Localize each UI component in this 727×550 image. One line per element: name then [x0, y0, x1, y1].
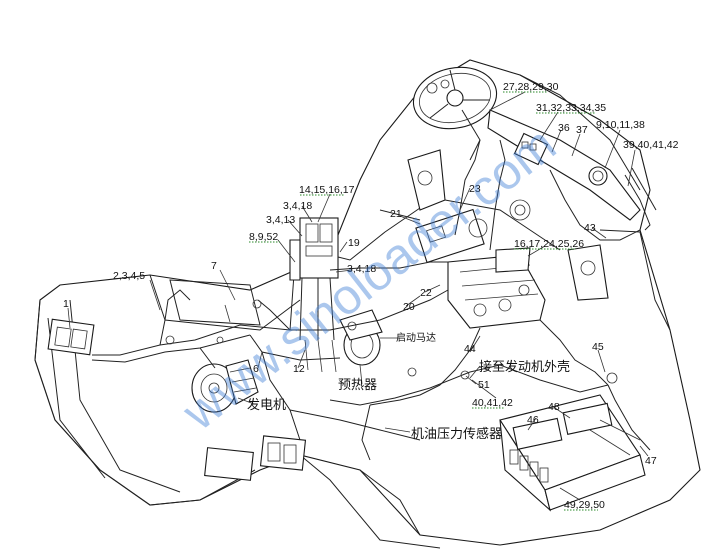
callout-21: 21 — [390, 208, 402, 220]
label-generator: 发电机 — [247, 397, 286, 413]
callout-47: 47 — [645, 455, 657, 467]
callout-labels: 1 2,3,4,5 7 8,9,52 3,4,13 3,4,18 14,15,1… — [63, 81, 679, 511]
fuse-panel — [289, 217, 339, 341]
left-side-lamp — [47, 318, 95, 356]
callout-31-35: 31,32,33,34,35 — [536, 102, 606, 114]
callout-27-28-29-30: 27,28,29,30 — [503, 81, 559, 93]
callout-3-4-18-lower: 3,4,18 — [347, 263, 376, 275]
generator — [191, 359, 259, 413]
callout-6: 6 — [253, 363, 259, 375]
callout-46: 46 — [527, 414, 539, 426]
steering-wheel — [412, 66, 498, 161]
label-starter-motor: 启动马达 — [396, 331, 436, 344]
dashboard-panel — [487, 109, 657, 231]
callout-44: 44 — [464, 343, 476, 355]
starter-motor — [339, 309, 383, 366]
callout-8-9-52: 8,9,52 — [249, 231, 278, 243]
callout-36: 36 — [558, 122, 570, 134]
label-underlines — [249, 91, 598, 511]
callout-3-4-13: 3,4,13 — [266, 214, 295, 226]
callout-37: 37 — [576, 124, 588, 136]
callout-1: 1 — [63, 298, 69, 310]
callout-40-41-42: 40,41,42 — [472, 397, 513, 409]
callout-20: 20 — [403, 301, 415, 313]
callout-51: 51 — [478, 379, 490, 391]
transmission-block — [447, 247, 546, 329]
callout-14-15-16-17: 14,15,16,17 — [299, 184, 355, 196]
callout-19: 19 — [348, 237, 360, 249]
callout-3-4-18: 3,4,18 — [283, 200, 312, 212]
callout-12: 12 — [293, 363, 305, 375]
battery-cells — [509, 449, 549, 483]
callout-48: 48 — [548, 401, 560, 413]
component-labels: 启动马达 预热器 发电机 机油压力传感器 接至发动机外壳 — [247, 331, 570, 442]
callout-9-10-11-38: 9,10,11,38 — [596, 119, 645, 131]
callout-49-29-50: 49,29,50 — [564, 499, 605, 511]
callout-23: 23 — [469, 183, 481, 195]
callout-16-17-24-25-26: 16,17,24,25,26 — [514, 238, 584, 250]
battery-pack — [499, 394, 646, 512]
relay-box — [415, 208, 488, 264]
callout-2-3-4-5: 2,3,4,5 — [113, 270, 145, 282]
label-preheater: 预热器 — [338, 378, 377, 393]
label-oil-pressure-sensor: 机油压力传感器 — [411, 426, 502, 442]
front-lamp-left — [204, 435, 307, 481]
wiring-harness — [91, 139, 651, 461]
label-to-engine-harness: 接至发动机外壳 — [479, 359, 570, 375]
leader-lines — [67, 91, 649, 501]
callout-22: 22 — [420, 287, 432, 299]
callout-43: 43 — [584, 222, 596, 234]
callout-39-42: 39,40,41,42 — [623, 139, 679, 151]
frame-pivot-brackets — [407, 149, 609, 301]
callout-45: 45 — [592, 341, 604, 353]
callout-7: 7 — [211, 260, 217, 272]
